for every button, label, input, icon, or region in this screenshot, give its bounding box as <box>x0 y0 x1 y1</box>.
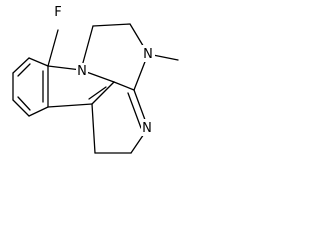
double-bond-inner <box>17 63 31 77</box>
bond-c-f <box>47 29 59 67</box>
double-bond-inner <box>88 86 107 100</box>
double-bond-inner <box>127 92 142 129</box>
bond <box>91 81 115 105</box>
atom-label-methyl-nitrogen: N <box>143 47 153 62</box>
double-bond-inner <box>17 96 31 111</box>
benzene-ring <box>12 57 49 117</box>
piperazine-ring <box>80 23 149 91</box>
bond <box>12 57 30 74</box>
atom-methyl-nitrogen: N <box>142 45 155 62</box>
bond <box>12 99 30 117</box>
atom-imine-nitrogen: N <box>141 119 154 136</box>
bond <box>92 23 131 27</box>
atom-fluorine: F <box>52 3 65 20</box>
bond <box>91 103 96 154</box>
bond <box>28 106 49 117</box>
bond <box>113 81 135 91</box>
bond <box>28 57 49 67</box>
bond <box>47 103 93 108</box>
atom-label-imine-nitrogen: N <box>142 121 152 136</box>
atom-ring-nitrogen: N <box>76 63 88 79</box>
atom-label-fluorine: F <box>54 5 61 20</box>
bond <box>47 65 82 71</box>
bond <box>80 25 94 71</box>
dihydropyridine-ring <box>91 89 149 154</box>
molecule-structure: F N N N <box>12 3 179 154</box>
atom-label-ring-nitrogen: N <box>77 64 87 79</box>
